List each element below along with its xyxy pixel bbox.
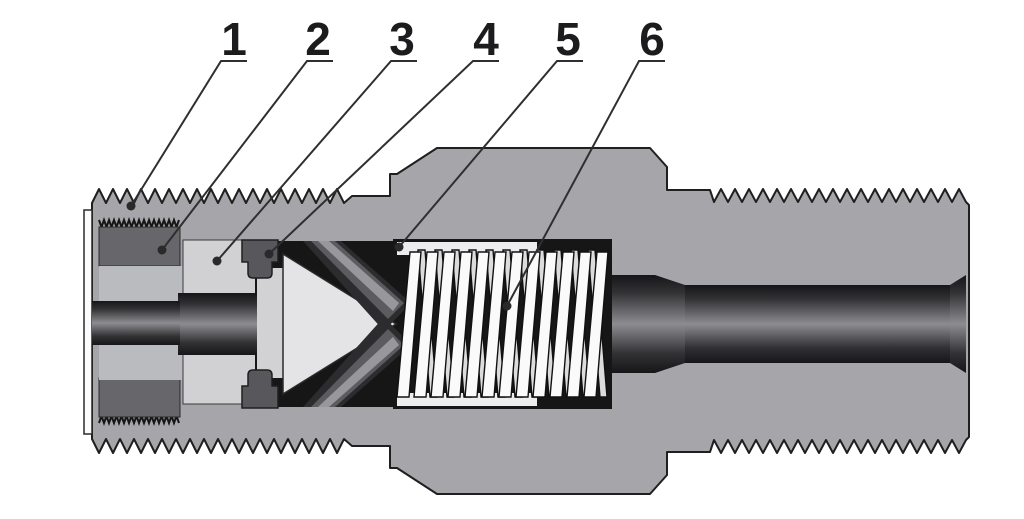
- bore-mid-tube: [178, 293, 257, 355]
- callout-5: 5: [394, 13, 583, 252]
- callout-2: 2: [157, 13, 333, 255]
- callout-4-label: 4: [473, 13, 499, 65]
- counterbore-band-top: [99, 266, 183, 301]
- callout-6: 6: [502, 13, 665, 311]
- insert-thread-serration-bottom: [98, 413, 180, 426]
- callout-3: 3: [212, 13, 417, 266]
- callout-2-label: 2: [305, 13, 331, 65]
- end-cap-insert: [98, 217, 183, 426]
- callout-1: 1: [126, 13, 247, 211]
- leader-line: [506, 60, 665, 307]
- o-ring-seal-top: [241, 239, 279, 279]
- leader-dot: [502, 301, 512, 311]
- poppet-guide-leg-top: [303, 241, 411, 331]
- o-ring-seal-bottom: [241, 369, 279, 409]
- leader-dot: [212, 256, 222, 266]
- leader-line: [161, 60, 333, 251]
- callouts: 1 2 3 4 5 6: [126, 13, 665, 311]
- callout-4: 4: [264, 13, 499, 259]
- leader-line: [130, 60, 247, 207]
- callout-3-label: 3: [389, 13, 415, 65]
- leader-line: [216, 60, 417, 262]
- leader-line: [398, 60, 583, 248]
- counterbore-band-bottom: [99, 345, 183, 380]
- poppet-guide-leg-bottom: [303, 317, 411, 407]
- callout-5-label: 5: [555, 13, 581, 65]
- insert-thread-serration-top: [98, 217, 180, 230]
- outlet-bore-flare: [950, 275, 966, 373]
- end-cap-block-bottom: [98, 377, 181, 418]
- callout-1-label: 1: [221, 13, 247, 65]
- callout-6-label: 6: [639, 13, 665, 65]
- outlet-bore: [612, 275, 966, 373]
- inlet-end-face: [83, 209, 93, 435]
- leader-dot: [394, 242, 404, 252]
- leader-dot: [157, 245, 167, 255]
- poppet-cone: [282, 252, 398, 396]
- bore-inlet-tube: [92, 301, 180, 345]
- seat-lip: [257, 268, 283, 378]
- leader-dot: [126, 201, 136, 211]
- end-cap-block-top: [98, 226, 181, 267]
- leader-dot: [264, 249, 274, 259]
- leader-line: [268, 60, 499, 255]
